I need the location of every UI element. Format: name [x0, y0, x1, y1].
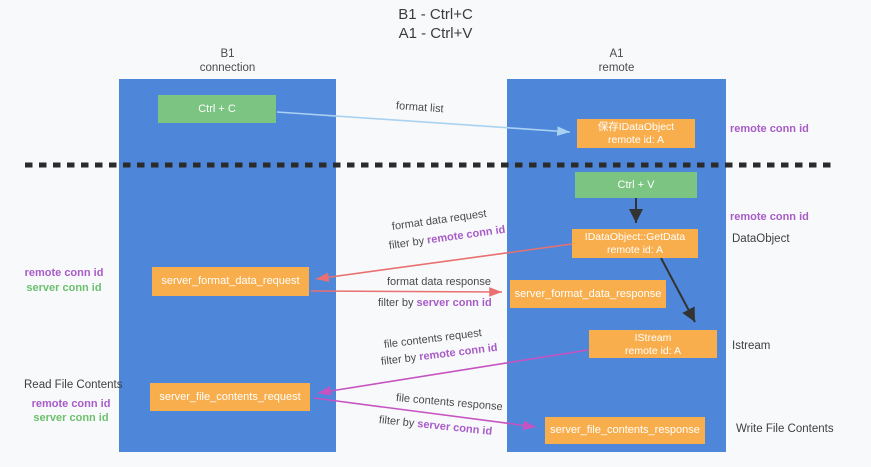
annotation-format-list: format list [395, 100, 444, 116]
annotation-file-contents-response: file contents response [395, 392, 504, 414]
annotation-format-data-response: format data response [387, 276, 491, 288]
node-ctrl-v: Ctrl + V [575, 172, 697, 198]
node-save-idataobject-line1: 保存IDataObject [597, 121, 675, 133]
label-read-file-contents: Read File Contents [24, 379, 123, 391]
lane-b1-subtitle: connection [199, 62, 256, 74]
label-remote-conn-id-mid: remote conn id [730, 211, 809, 223]
format-request-filter-prefix: filter by [388, 234, 428, 252]
file-request-filter-prefix: filter by [380, 351, 420, 368]
node-idataobject-getdata-line1: IDataObject::GetData [584, 231, 686, 243]
label-block-file-conn-ids: Read File Contents remote conn id server… [24, 378, 122, 426]
diagram-title: B1 - Ctrl+C A1 - Ctrl+V [0, 5, 871, 43]
label-format-remote-conn-id: remote conn id [24, 267, 104, 279]
label-format-server-conn-id: server conn id [26, 281, 102, 294]
diagram-title-line2: A1 - Ctrl+V [398, 25, 473, 42]
node-save-idataobject: 保存IDataObject remote id: A [577, 119, 695, 148]
node-istream: IStream remote id: A [589, 330, 717, 358]
annotation-file-response-filter: filter by server conn id [378, 414, 492, 438]
label-block-format-conn-ids: remote conn id server conn id [22, 266, 106, 295]
node-istream-line2: remote id: A [624, 345, 682, 357]
node-istream-line1: IStream [634, 332, 672, 344]
format-request-filter-key: remote conn id [426, 223, 507, 247]
lane-header-a1: A1 remote [507, 47, 726, 75]
label-remote-conn-id-top: remote conn id [730, 123, 809, 135]
node-ctrl-c-label: Ctrl + C [198, 103, 236, 115]
node-server-file-contents-response: server_file_contents_response [545, 417, 705, 444]
format-response-filter-prefix: filter by [378, 297, 417, 309]
node-server-format-data-response: server_format_data_response [510, 280, 666, 308]
node-idataobject-getdata: IDataObject::GetData remote id: A [572, 229, 698, 258]
label-file-server-conn-id: server conn id [33, 412, 109, 424]
label-write-file-contents: Write File Contents [736, 423, 834, 435]
lane-a1-title: A1 [609, 48, 624, 60]
lane-a1-subtitle: remote [598, 62, 635, 74]
file-response-filter-prefix: filter by [378, 414, 418, 430]
format-response-filter-key: server conn id [416, 297, 492, 309]
lane-header-b1: B1 connection [119, 47, 336, 75]
label-dataobject: DataObject [732, 233, 790, 245]
node-server-format-data-request-label: server_format_data_request [161, 275, 300, 287]
diagram-title-line1: B1 - Ctrl+C [398, 6, 473, 23]
node-server-file-contents-request: server_file_contents_request [150, 383, 310, 411]
annotation-format-response-filter: filter by server conn id [378, 297, 492, 309]
node-ctrl-v-label: Ctrl + V [617, 179, 655, 191]
node-server-format-data-response-label: server_format_data_response [514, 288, 662, 300]
node-server-file-contents-response-label: server_file_contents_response [550, 424, 700, 436]
node-idataobject-getdata-line2: remote id: A [606, 244, 664, 256]
arrow-format-data-response [310, 287, 503, 297]
lane-b1-title: B1 [220, 48, 235, 60]
label-istream: Istream [732, 340, 771, 352]
file-response-filter-key: server conn id [416, 418, 493, 438]
node-server-file-contents-request-label: server_file_contents_request [159, 391, 301, 403]
label-file-remote-conn-id: remote conn id [31, 397, 111, 410]
node-server-format-data-request: server_format_data_request [152, 267, 309, 296]
node-save-idataobject-line2: remote id: A [607, 134, 665, 146]
node-ctrl-c: Ctrl + C [158, 95, 276, 123]
